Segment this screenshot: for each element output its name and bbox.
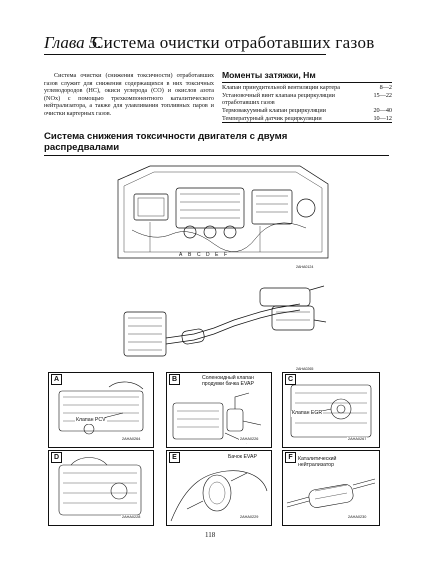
engine-detail-d-drawing [58, 457, 142, 516]
egr-valve-drawing [290, 384, 372, 438]
pcv-valve-drawing [58, 381, 144, 435]
panel-letter: F [285, 452, 296, 463]
figure-label: E [215, 252, 219, 258]
figure-code: 2AHA0226 [239, 437, 260, 443]
torque-row: Термовакуумный клапан рециркуляции 20—40 [222, 106, 392, 114]
torque-label: Термовакуумный клапан рециркуляции [222, 106, 326, 114]
panel-letter: B [169, 374, 180, 385]
section-heading: Система снижения токсичности двигателя с… [44, 131, 288, 153]
callout-label: Бачок EVAP [227, 454, 258, 461]
torque-row: Температурный датчик рециркуляции 10—12 [222, 114, 392, 123]
panel-letter: E [169, 452, 180, 463]
page-number: 118 [205, 531, 216, 539]
panel-letter: C [285, 374, 296, 385]
evap-purge-solenoid-drawing [172, 392, 262, 444]
engine-bay-illustration: A B C D E F 2AHA0124 2AHA0265 [117, 165, 329, 371]
detail-panel-e: E Бачок EVAP 2AHA0229 [166, 450, 272, 526]
figure-code: 2AHA0228 [121, 515, 142, 521]
evap-canister-drawing [170, 470, 268, 522]
torque-value: 8—2 [379, 83, 392, 91]
figure-code: 2AHA0265 [296, 367, 313, 371]
figure-code: 2AHA0267 [347, 437, 368, 443]
chapter-label: Глава 5. [44, 33, 102, 52]
detail-panel-c: C Клапан EGR 2AHA0267 [282, 372, 380, 448]
title-rule [44, 54, 326, 55]
torque-row: Установочный винт клапана рециркуляции о… [222, 91, 392, 106]
torque-table-title: Моменты затяжки, Нм [222, 70, 316, 80]
figure-code: 2AHA0124 [296, 265, 313, 269]
detail-panel-f: F Каталитический нейтрализатор 2AHA0230 [282, 450, 380, 526]
torque-value: 15—22 [373, 91, 392, 99]
panel-letter: D [51, 452, 62, 463]
detail-panel-d: D 2AHA0228 [48, 450, 154, 526]
figure-label: A [179, 252, 183, 258]
section-rule [44, 155, 389, 156]
figure-label: F [224, 252, 227, 258]
detail-panel-a: A Клапан PCV 2AHA0264 [48, 372, 154, 448]
callout-label: Клапан EGR [291, 410, 324, 417]
figure-label: D [206, 252, 210, 258]
torque-row: Клапан принудительной вентиляции картера… [222, 83, 392, 92]
figure-label: B [188, 252, 192, 258]
catalytic-converter-drawing [286, 478, 376, 508]
torque-label: Установочный винт клапана рециркуляции о… [222, 91, 335, 106]
torque-label: Температурный датчик рециркуляции [222, 114, 361, 123]
chapter-title: Система очистки отработавших газов [92, 33, 375, 52]
figure-code: 2AHA0229 [239, 515, 260, 521]
torque-label: Клапан принудительной вентиляции картера [222, 83, 340, 91]
callout-label: Соленоидный клапан продувки бачка EVAP [201, 375, 265, 388]
figure-code: 2AHA0264 [121, 437, 142, 443]
panel-letter: A [51, 374, 62, 385]
torque-table: Клапан принудительной вентиляции картера… [222, 82, 392, 123]
figure-code: 2AHA0230 [347, 515, 368, 521]
torque-value: 20—40 [373, 106, 392, 114]
callout-label: Клапан PCV [75, 417, 107, 424]
callout-label: Каталитический нейтрализатор [297, 456, 351, 469]
intro-paragraph: Система очистки (снижения токсичности) о… [44, 72, 214, 117]
torque-value: 10—12 [361, 114, 392, 123]
detail-panel-b: B Соленоидный клапан продувки бачка EVAP… [166, 372, 272, 448]
figure-label: C [197, 252, 201, 258]
